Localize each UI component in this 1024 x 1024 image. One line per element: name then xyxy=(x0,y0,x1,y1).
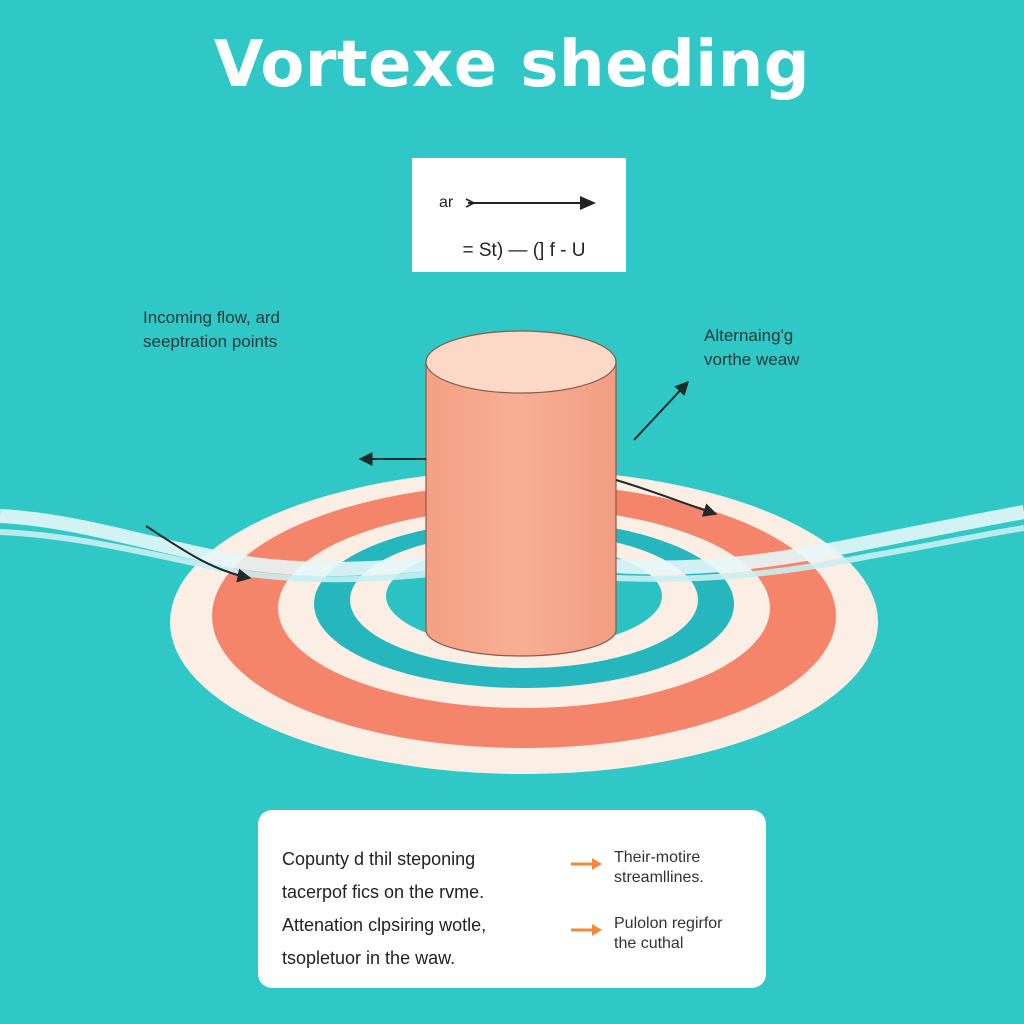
arrow-incoming-flow xyxy=(145,525,252,583)
label-incoming-flow: Incoming flow, ard seeptration points xyxy=(143,306,280,354)
streamlines xyxy=(0,505,1024,583)
orange-arrow-icon xyxy=(571,858,602,870)
streamline-right-inner xyxy=(615,525,1024,582)
cylinder-body xyxy=(425,361,617,657)
card-line: tacerpof fics on the rvme. xyxy=(282,882,485,902)
legend-line: Their-motire xyxy=(614,849,701,866)
orange-arrow-icon xyxy=(571,924,602,936)
info-card: Copunty d thil steponing tacerpof fics o… xyxy=(258,810,766,988)
page-title: Vortexe sheding xyxy=(213,28,811,102)
formula-equation: = St) — (] f - U xyxy=(462,240,586,261)
legend-line: streamllines. xyxy=(614,869,704,886)
card-line: Copunty d thil steponing xyxy=(282,849,476,869)
legend-line: Pulolon regirfor xyxy=(614,915,723,932)
formula-arrow-icon xyxy=(465,196,596,210)
label-incoming-line2: seeptration points xyxy=(143,332,278,351)
legend-text: Their-motire streamllines. xyxy=(614,848,704,888)
flow-arrows xyxy=(145,380,718,583)
label-alternating-line1: Alternaing'g xyxy=(704,326,794,345)
card-line: tsopletuor in the waw. xyxy=(282,948,456,968)
legend-line: the cuthal xyxy=(614,935,684,952)
formula-box: ar = St) — (] f - U xyxy=(412,158,626,272)
formula-top-label: ar xyxy=(439,194,454,211)
label-alternating-line2: vorthe weaw xyxy=(704,350,800,369)
streamline-right xyxy=(615,505,1024,575)
card-line: Attenation clpsiring wotle, xyxy=(282,915,487,935)
label-alternating-vortex: Alternaing'g vorthe weaw xyxy=(704,324,799,372)
legend-text: Pulolon regirfor the cuthal xyxy=(614,914,723,954)
arrow-wake-right xyxy=(615,479,718,517)
streamline-left xyxy=(0,509,431,576)
card-description: Copunty d thil steponing tacerpof fics o… xyxy=(282,843,486,975)
cylinder-top xyxy=(425,330,617,394)
arrow-vortex-pointer xyxy=(633,380,689,441)
label-incoming-line1: Incoming flow, ard xyxy=(143,308,281,327)
cylinder xyxy=(425,330,617,657)
